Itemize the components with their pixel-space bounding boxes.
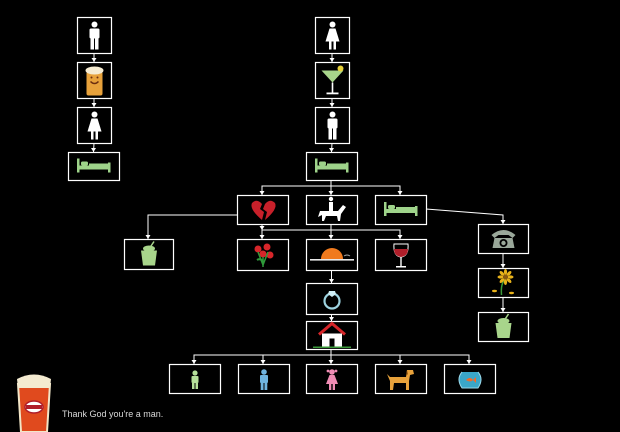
trash-icon xyxy=(141,241,157,266)
node-child-girl xyxy=(305,363,359,395)
node-man-right xyxy=(314,106,351,145)
wilted-flower-icon xyxy=(492,269,514,296)
cocktail-icon xyxy=(321,65,344,95)
telephone-icon xyxy=(491,230,516,248)
house-icon xyxy=(313,321,351,348)
node-woman-right xyxy=(314,16,351,55)
edge-bed-branch-to-telephone-arrowhead xyxy=(500,220,506,224)
edge-man-right-to-bed-right-arrowhead xyxy=(329,148,334,152)
edge-bed-right-to-broken-heart xyxy=(261,180,332,195)
node-box xyxy=(305,282,359,316)
edge-house-to-child-girl-arrowhead xyxy=(328,360,334,364)
fishbowl-icon xyxy=(458,371,482,389)
edge-broken-heart-to-trash-left-branch-arrowhead xyxy=(145,235,151,239)
edge-bed-right-to-horse-rider-arrowhead xyxy=(328,191,334,195)
edge-bed-right-to-broken-heart-arrowhead xyxy=(259,191,265,195)
node-broken-heart xyxy=(236,194,290,226)
edge-broken-heart-to-trash-left-branch xyxy=(147,214,262,239)
node-box xyxy=(236,194,290,226)
edge-bed-right-to-bed-branch xyxy=(331,185,401,195)
node-box xyxy=(374,363,428,395)
node-sunset xyxy=(305,238,359,272)
edge-beer-to-woman-left-arrowhead xyxy=(91,103,97,107)
edge-woman-left-to-bed-left-arrowhead xyxy=(91,148,96,152)
node-child-boy xyxy=(168,363,222,395)
child-girl-icon xyxy=(326,369,338,390)
edge-house-to-dog-arrowhead xyxy=(397,360,403,364)
trash-icon xyxy=(495,313,512,338)
node-bed-branch xyxy=(374,194,428,226)
edge-woman-right-to-cocktail-arrowhead xyxy=(329,58,335,62)
woman-icon xyxy=(87,111,102,140)
edge-broken-heart-to-trash-left-arrowhead xyxy=(259,226,265,230)
node-trash-left xyxy=(123,238,175,271)
edge-house-to-child-boy-arrowhead xyxy=(191,360,197,364)
edge-house-to-fishbowl-arrowhead xyxy=(466,360,472,364)
edge-house-to-fishbowl xyxy=(400,354,470,364)
node-man xyxy=(76,16,113,55)
bed-icon xyxy=(77,158,111,173)
node-woman-left xyxy=(76,106,113,145)
man-icon xyxy=(89,21,100,50)
child-boy-icon xyxy=(191,370,199,389)
sunset-icon xyxy=(310,248,354,261)
man-icon xyxy=(327,111,338,140)
edge-house-to-child-blue-arrowhead xyxy=(260,360,266,364)
node-house xyxy=(305,320,359,351)
node-child-blue xyxy=(237,363,291,395)
node-roses xyxy=(236,238,290,272)
edge-horse-rider-to-roses-arrowhead xyxy=(259,235,265,239)
bed-icon xyxy=(315,158,349,173)
edge-horse-rider-to-roses xyxy=(261,224,332,239)
node-bed-right xyxy=(305,151,359,182)
beer-icon xyxy=(85,66,104,96)
child-icon xyxy=(260,369,268,390)
node-dog xyxy=(374,363,428,395)
edge-cocktail-to-man-right-arrowhead xyxy=(329,103,335,107)
edges-layer xyxy=(91,53,506,364)
edge-horse-rider-to-sunset-arrowhead xyxy=(328,235,334,239)
node-ring xyxy=(305,282,359,316)
edge-house-to-dog xyxy=(331,354,401,364)
node-telephone xyxy=(477,223,530,255)
node-wilted-flower xyxy=(477,267,530,299)
beer-glass-logo-icon xyxy=(16,374,52,432)
woman-icon xyxy=(325,21,340,50)
node-trash-right xyxy=(477,311,530,343)
edge-horse-rider-to-wine-arrowhead xyxy=(397,235,403,239)
node-horse-rider xyxy=(305,194,359,226)
dog-icon xyxy=(387,370,414,390)
node-bed-left xyxy=(67,151,121,182)
node-cocktail xyxy=(314,61,351,100)
roses-icon xyxy=(254,243,274,267)
broken-heart-icon xyxy=(251,200,276,220)
edge-wilted-flower-to-trash-right-arrowhead xyxy=(500,308,506,312)
edge-telephone-to-wilted-flower-arrowhead xyxy=(500,264,506,268)
node-wine xyxy=(374,238,428,272)
edge-man-to-beer-arrowhead xyxy=(91,58,97,62)
ring-icon xyxy=(323,291,341,310)
edge-ring-to-house-arrowhead xyxy=(329,317,334,321)
node-box xyxy=(477,267,530,299)
tagline: Thank God you're a man. xyxy=(62,409,164,419)
nodes-layer xyxy=(67,16,530,395)
edge-sunset-to-ring-arrowhead xyxy=(329,279,334,283)
edge-horse-rider-to-wine xyxy=(331,229,401,239)
node-fishbowl xyxy=(443,363,497,395)
bed-icon xyxy=(384,202,418,216)
wine-icon xyxy=(393,243,409,268)
edge-bed-right-to-bed-branch-arrowhead xyxy=(397,191,403,195)
horse-rider-icon xyxy=(318,196,346,221)
edge-bed-branch-to-telephone xyxy=(425,208,504,224)
node-beer xyxy=(76,61,113,100)
